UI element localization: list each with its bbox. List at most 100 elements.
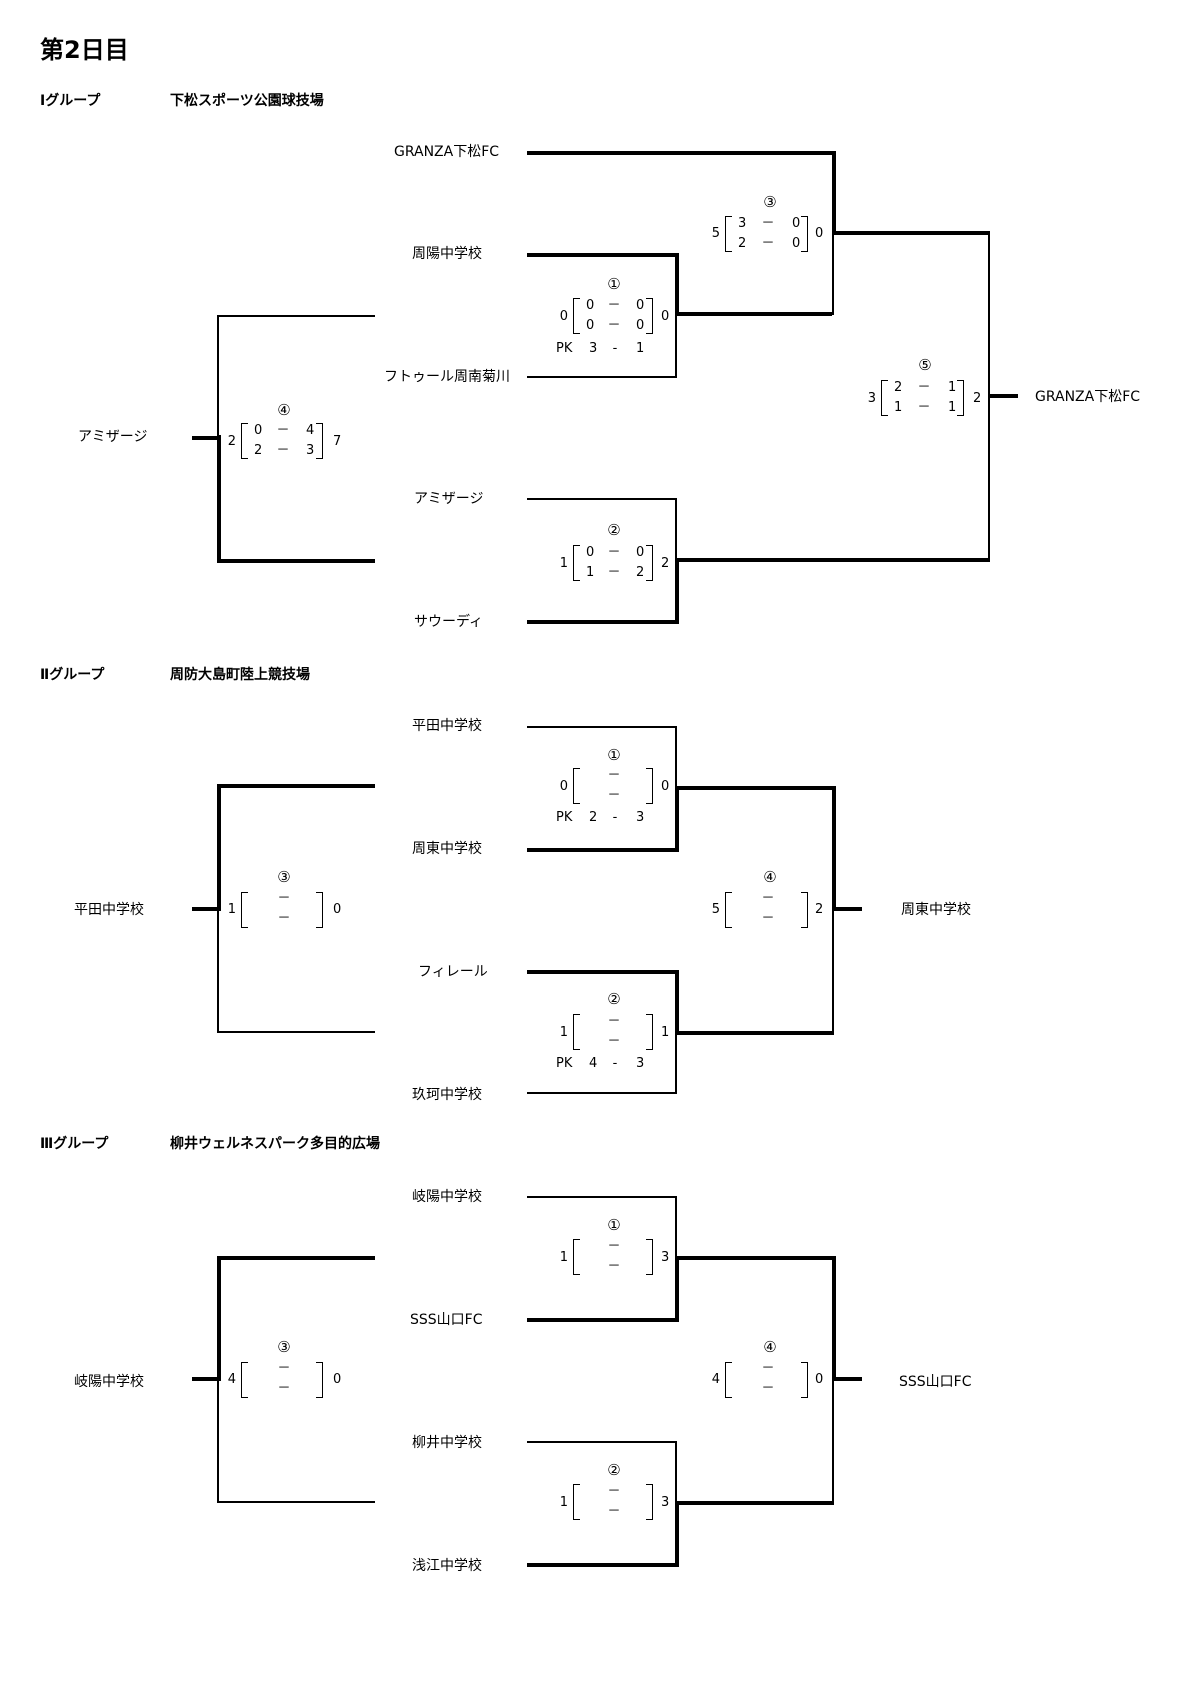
bracket-line [217,435,221,563]
bracket-line [675,1256,836,1260]
score: 0 [792,236,801,251]
pk-score: 3 [636,1056,645,1071]
bracket-line [832,907,862,911]
score: 0 [586,318,595,333]
score-left: 2 [227,434,236,449]
score: 2 [254,443,263,458]
match-number: ② [607,521,621,539]
score-right: 2 [973,391,982,406]
score-left: 1 [559,556,568,571]
bracket-line [527,848,679,852]
score-dash: － [276,423,290,438]
group-1-name: Ⅰグループ [40,93,101,109]
bracket-line [217,1256,375,1260]
bracket-line [675,253,679,316]
bracket-line [527,970,679,974]
score-dash: － [761,911,775,926]
score-dash: － [277,1381,291,1396]
score-bracket [241,423,248,459]
score-dash: － [607,1259,621,1274]
score-dash: － [761,236,775,251]
bracket-line [832,235,834,315]
score-right: 0 [815,1372,824,1387]
score: 2 [738,236,747,251]
score-bracket [801,216,808,252]
score-dash: － [761,216,775,231]
bracket-line [217,1256,221,1381]
match-number: ③ [763,193,777,211]
score-right: 2 [661,556,670,571]
score-right: 0 [661,309,670,324]
group-3-name: Ⅲグループ [40,1136,109,1152]
score-dash: － [761,1381,775,1396]
team-name: 平田中学校 [412,718,482,734]
score-bracket [646,1484,653,1520]
team-name: 周東中学校 [412,841,482,857]
bracket-line [832,1377,862,1381]
score-dash: － [607,1484,621,1499]
score-bracket [646,1014,653,1050]
pk-score: 3 [589,341,598,356]
match-number: ① [607,275,621,293]
score-right: 0 [661,779,670,794]
bracket-line [527,1441,677,1443]
score-dash: － [607,1504,621,1519]
bracket-line [217,559,375,563]
team-name: GRANZA下松FC [394,144,500,160]
bracket-line [527,253,679,257]
pk-dash: - [612,1056,618,1071]
match-number: ② [607,1461,621,1479]
score-left: 5 [711,226,720,241]
winner-right: 周東中学校 [901,902,971,918]
score: 0 [586,298,595,313]
score-dash: － [277,1361,291,1376]
match-number: ④ [763,1338,777,1356]
bracket-line [527,726,677,728]
team-name: 柳井中学校 [412,1435,482,1451]
bracket-line [675,1256,679,1322]
score: 0 [636,545,645,560]
match-number: ④ [763,868,777,886]
score-bracket [957,380,964,416]
winner-right: GRANZA下松FC [1035,389,1141,405]
bracket-line [675,558,679,624]
bracket-line [675,312,832,316]
score-left: 4 [227,1372,236,1387]
bracket-line [675,1501,679,1567]
bracket-line [527,1092,677,1094]
score-dash: － [607,1239,621,1254]
pk-score: 4 [589,1056,598,1071]
group-2-venue: 周防大島町陸上競技場 [170,667,310,683]
bracket-line [988,394,1018,398]
bracket-line [832,1256,836,1381]
score-left: 4 [711,1372,720,1387]
score-bracket [646,545,653,581]
score-bracket [316,1362,323,1398]
bracket-line [675,1196,677,1258]
bracket-line [832,151,836,235]
score-right: 0 [815,226,824,241]
score-bracket [646,768,653,804]
score-left: 5 [711,902,720,917]
bracket-line [675,786,836,790]
score: 1 [948,380,957,395]
team-name: 玖珂中学校 [412,1087,482,1103]
match-number: ⑤ [918,356,932,374]
score-bracket [725,1362,732,1398]
score: 3 [306,443,315,458]
score-left: 0 [559,309,568,324]
match-number: ③ [277,1338,291,1356]
bracket-line [192,907,221,911]
score-bracket [725,892,732,928]
score-right: 1 [661,1025,670,1040]
pk-label: PK [556,810,573,825]
bracket-line [217,1379,219,1503]
bracket-line [217,315,375,317]
score-bracket [646,298,653,334]
bracket-line [527,498,677,500]
bracket-line [675,1033,677,1094]
score-bracket [646,1239,653,1275]
pk-dash: - [612,341,618,356]
bracket-line [675,1031,834,1035]
